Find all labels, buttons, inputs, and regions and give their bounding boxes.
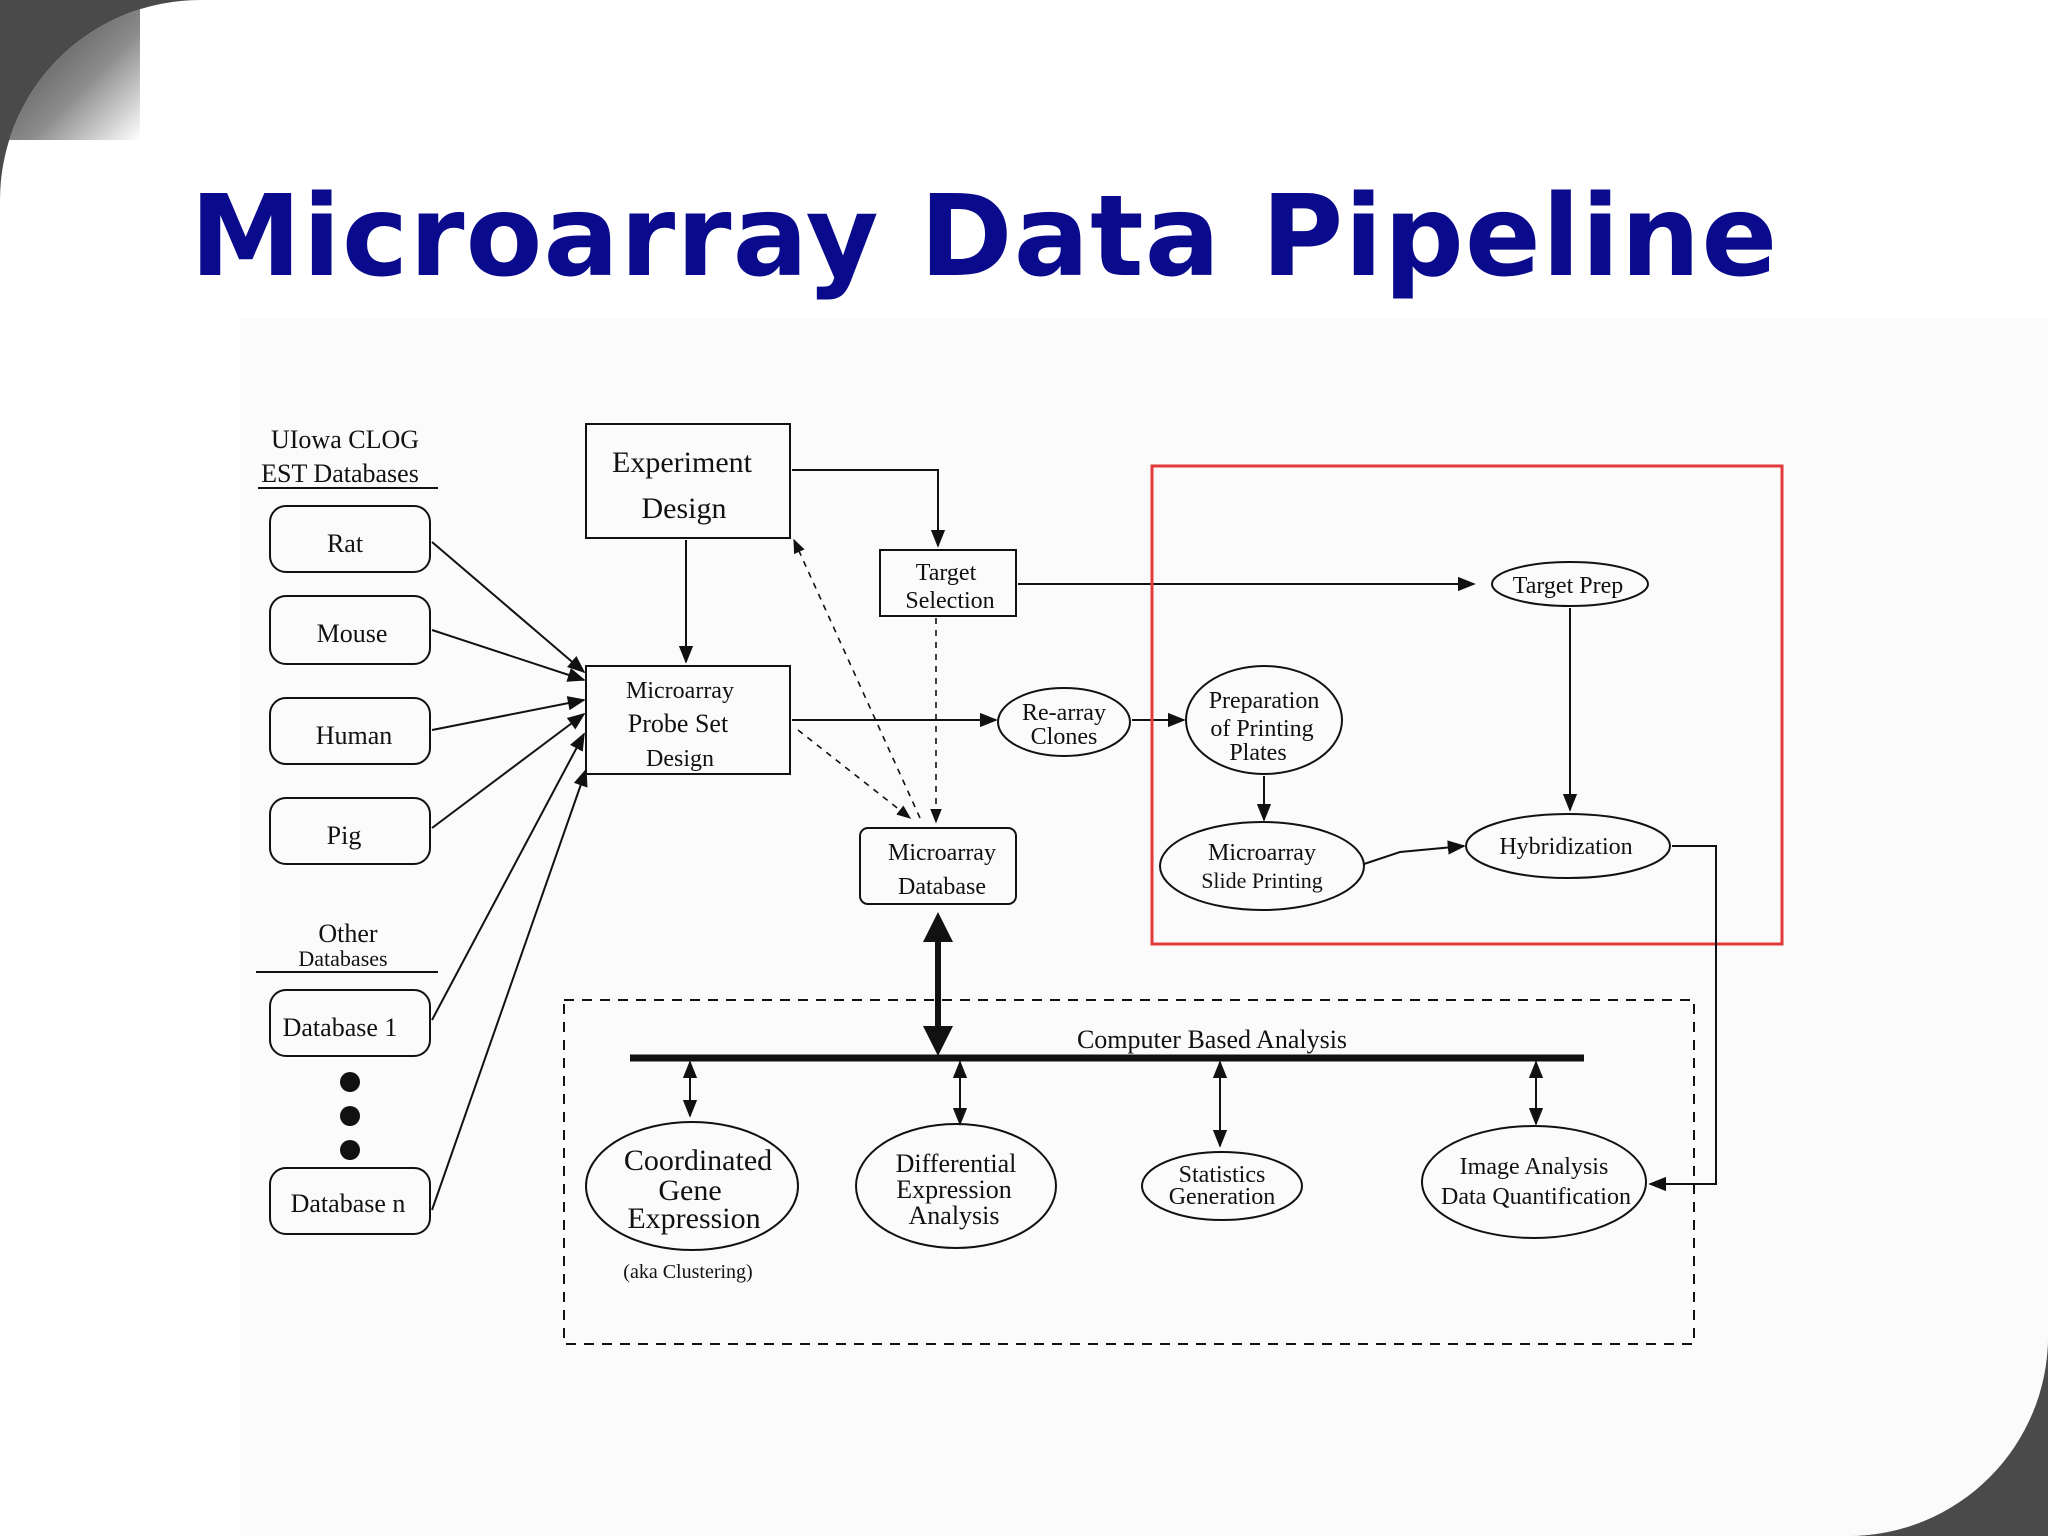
other-header-line: Databases — [298, 946, 387, 971]
target-selection-box: Target Selection — [879, 549, 1017, 617]
target-prep-node: Target Prep — [1491, 561, 1649, 607]
statistics-label: Generation — [1169, 1184, 1276, 1210]
target-prep-label: Target Prep — [1513, 573, 1624, 599]
microarray-database-label: Microarray — [888, 840, 996, 866]
hybridization-label: Hybridization — [1499, 834, 1632, 860]
bus-to-analysis-arrows — [682, 1060, 1544, 1148]
statistics-label: Statistics — [1179, 1162, 1266, 1188]
differential-label: Differential — [896, 1149, 1017, 1178]
other-db-1: Database 1 — [269, 989, 431, 1057]
experiment-design-box: Experiment Design — [585, 423, 791, 539]
experiment-design-label: Experiment — [612, 446, 753, 479]
rearray-clones-node: Re-array Clones — [997, 687, 1131, 757]
diagram-background — [240, 318, 2048, 1536]
dashed-connectors — [793, 538, 942, 824]
slide-printing-label: Slide Printing — [1201, 868, 1323, 893]
clustering-note: (aka Clustering) — [623, 1261, 752, 1283]
slide-printing-label: Microarray — [1208, 840, 1316, 866]
target-selection-label: Selection — [905, 588, 994, 614]
coordinated-gene-expression-node: Coordinated Gene Expression — [585, 1121, 799, 1251]
ellipsis-dots — [340, 1072, 360, 1160]
slide-title: Microarray Data Pipeline — [190, 172, 1779, 302]
differential-label: Analysis — [909, 1201, 1000, 1230]
est-db-mouse: Mouse — [269, 595, 431, 665]
other-db-n: Database n — [269, 1167, 431, 1235]
experiment-design-label: Design — [642, 492, 727, 525]
db-to-probe-arrows — [431, 541, 588, 1211]
image-analysis-node: Image Analysis Data Quantification — [1421, 1125, 1647, 1239]
red-box-connectors — [1256, 608, 1717, 1192]
est-db-label: Pig — [327, 821, 362, 850]
differential-expression-node: Differential Expression Analysis — [855, 1123, 1057, 1249]
prep-printing-plates-node: Preparation of Printing Plates — [1185, 665, 1343, 775]
image-analysis-label: Data Quantification — [1441, 1184, 1631, 1210]
image-analysis-label: Image Analysis — [1460, 1154, 1609, 1180]
coordinated-label: Gene — [658, 1174, 721, 1207]
est-db-rat: Rat — [269, 505, 431, 573]
other-databases-header: Other Databases — [256, 919, 438, 973]
probe-set-label: Design — [646, 746, 714, 772]
prep-label: Plates — [1229, 740, 1286, 766]
other-db-label: Database 1 — [283, 1013, 398, 1042]
rearray-label: Clones — [1031, 724, 1098, 750]
highlight-box — [1150, 464, 1784, 946]
est-header-line: UIowa CLOG — [271, 425, 419, 454]
est-db-label: Mouse — [317, 619, 388, 648]
differential-label: Expression — [896, 1175, 1012, 1204]
hybridization-node: Hybridization — [1465, 813, 1671, 879]
rearray-label: Re-array — [1022, 700, 1106, 726]
corner-shade — [0, 0, 140, 140]
est-db-pig: Pig — [269, 797, 431, 865]
slide-printing-node: Microarray Slide Printing — [1159, 821, 1365, 911]
coordinated-label: Coordinated — [624, 1144, 772, 1177]
coordinated-label: Expression — [627, 1202, 760, 1235]
probe-set-label: Microarray — [626, 678, 734, 704]
prep-label: Preparation — [1209, 688, 1320, 714]
est-header-line: EST Databases — [261, 459, 419, 488]
est-db-label: Human — [316, 721, 393, 750]
upper-connectors — [678, 469, 1476, 728]
statistics-generation-node: Statistics Generation — [1141, 1151, 1303, 1221]
est-databases-header: UIowa CLOG EST Databases — [258, 425, 438, 489]
other-header-line: Other — [318, 919, 378, 948]
analysis-region — [563, 999, 1695, 1345]
target-selection-label: Target — [916, 560, 977, 586]
probe-set-design-box: Microarray Probe Set Design — [585, 665, 791, 775]
microarray-database-label: Database — [898, 874, 986, 900]
est-db-human: Human — [269, 697, 431, 765]
microarray-database-box: Microarray Database — [859, 827, 1017, 905]
analysis-label: Computer Based Analysis — [1077, 1025, 1347, 1054]
other-db-label: Database n — [291, 1189, 406, 1218]
prep-label: of Printing — [1210, 716, 1313, 742]
probe-set-label: Probe Set — [628, 709, 729, 738]
est-db-label: Rat — [327, 529, 364, 558]
